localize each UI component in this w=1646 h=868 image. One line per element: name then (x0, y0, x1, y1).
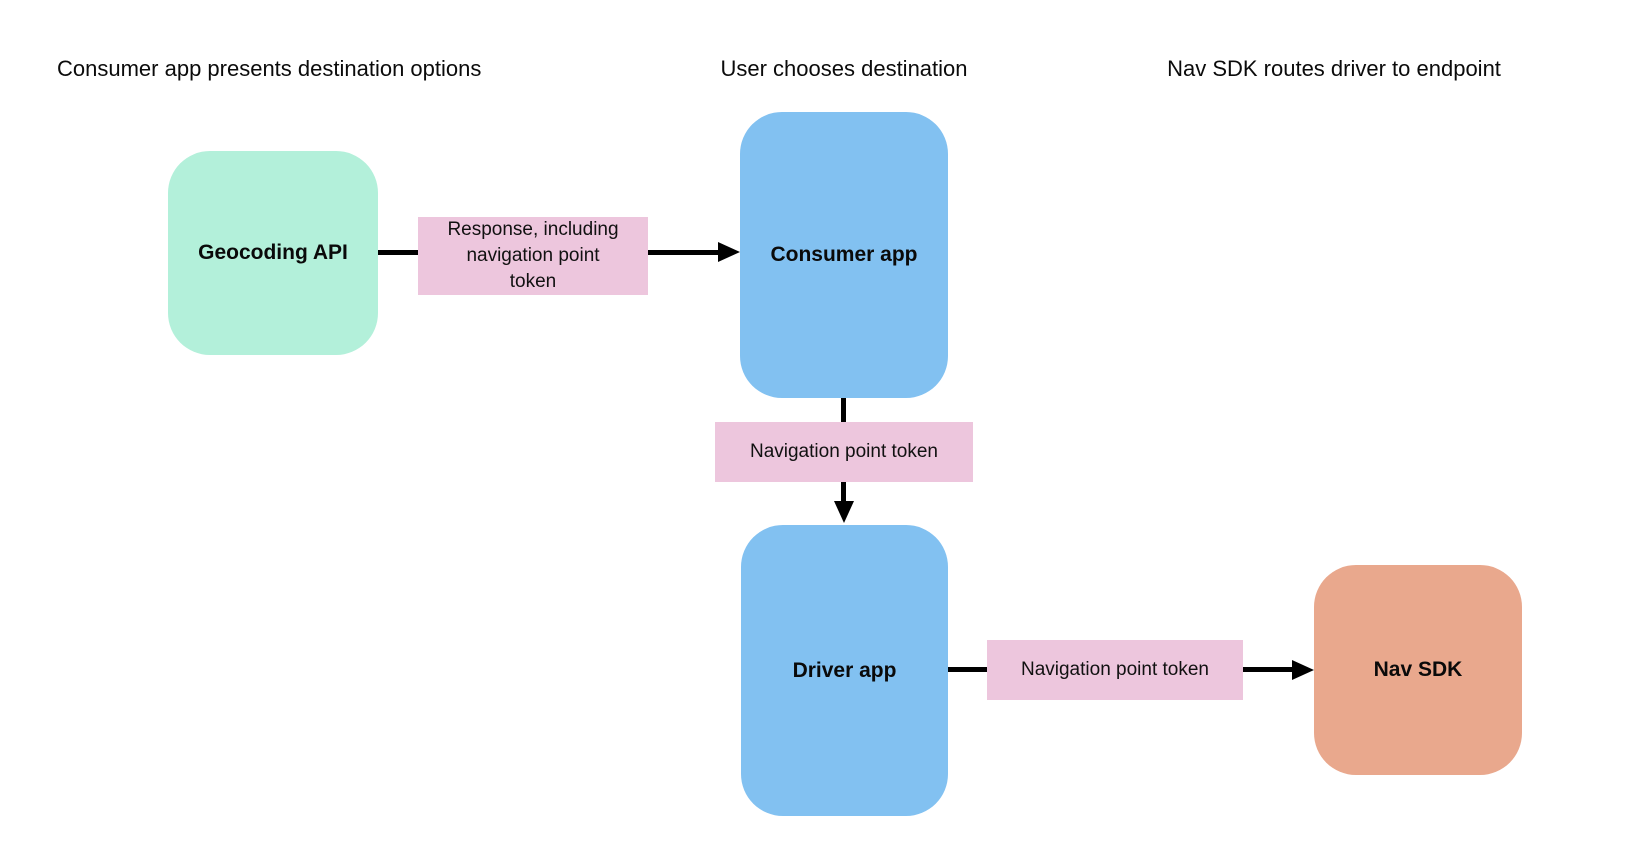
node-consumer-app: Consumer app (740, 112, 948, 398)
arrowhead-down-icon (834, 501, 854, 523)
edge-label-navigation-point-token-right: Navigation point token (987, 640, 1243, 700)
edge-label-response-including-token: Response, including navigation point tok… (418, 217, 648, 295)
node-driver-app-label: Driver app (792, 658, 897, 682)
node-nav-sdk: Nav SDK (1314, 565, 1522, 775)
arrowhead-right-icon (1292, 660, 1314, 680)
edge-label-navigation-point-token-middle: Navigation point token (715, 422, 973, 482)
node-geocoding-api: Geocoding API (168, 151, 378, 355)
arrowhead-right-icon (718, 242, 740, 262)
column-header-nav-sdk-routes: Nav SDK routes driver to endpoint (1167, 56, 1501, 81)
node-driver-app: Driver app (741, 525, 948, 816)
node-consumer-app-label: Consumer app (770, 243, 918, 266)
node-geocoding-api-label: Geocoding API (198, 241, 348, 264)
column-header-user-chooses: User chooses destination (720, 56, 968, 81)
column-header-consumer-presents: Consumer app presents destination option… (57, 56, 482, 81)
node-nav-sdk-label: Nav SDK (1373, 658, 1463, 681)
